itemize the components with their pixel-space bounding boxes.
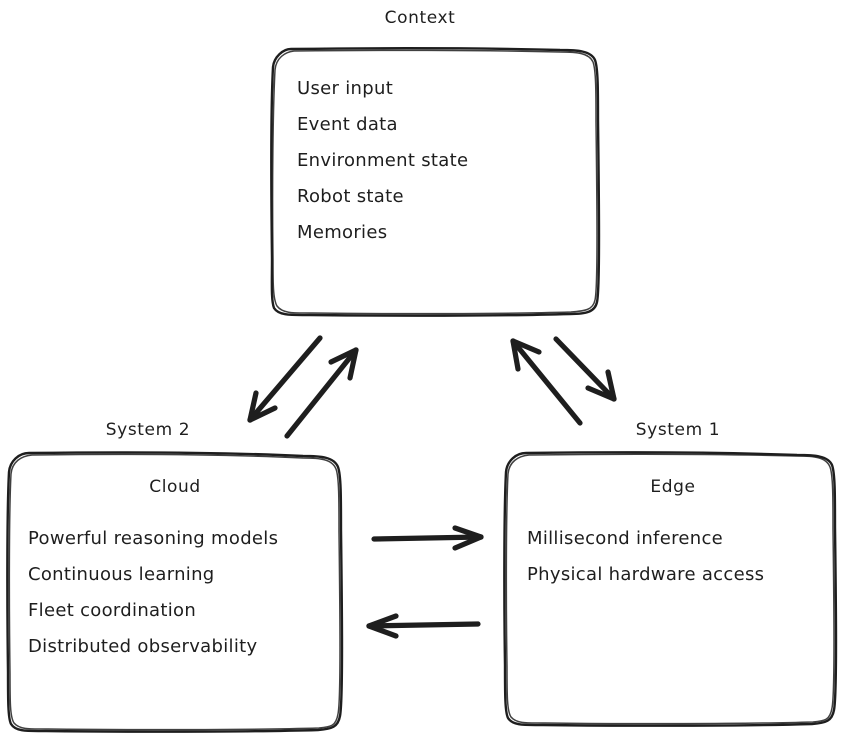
arrow-context-to-system1 [553,336,617,402]
cloud-item-list: Powerful reasoning models Continuous lea… [28,530,278,674]
arrow-context-to-system2 [247,335,323,423]
system1-node-label: System 1 [635,420,721,440]
list-item: Fleet coordination [28,600,197,621]
context-item-list: User input Event data Environment state … [297,80,468,260]
context-node-label: Context [384,8,456,28]
list-item: User input [297,78,394,99]
list-item: Event data [297,114,398,135]
list-item: Continuous learning [28,564,215,585]
list-item: Robot state [297,186,404,207]
list-item: Physical hardware access [527,564,765,585]
list-item: Distributed observability [28,636,258,657]
list-item: Memories [297,222,388,243]
arrow-edge-to-cloud [366,613,481,639]
list-item: Millisecond inference [527,528,724,549]
list-item: Powerful reasoning models [28,528,279,549]
list-item: Environment state [297,150,469,171]
arrow-cloud-to-edge [371,525,484,551]
cloud-node-title: Cloud [149,477,201,497]
system2-node-label: System 2 [105,420,191,440]
edge-node-title: Edge [650,477,696,497]
arrow-system2-to-context [284,347,359,439]
edge-item-list: Millisecond inference Physical hardware … [527,530,764,602]
arrow-system1-to-context [510,338,583,426]
